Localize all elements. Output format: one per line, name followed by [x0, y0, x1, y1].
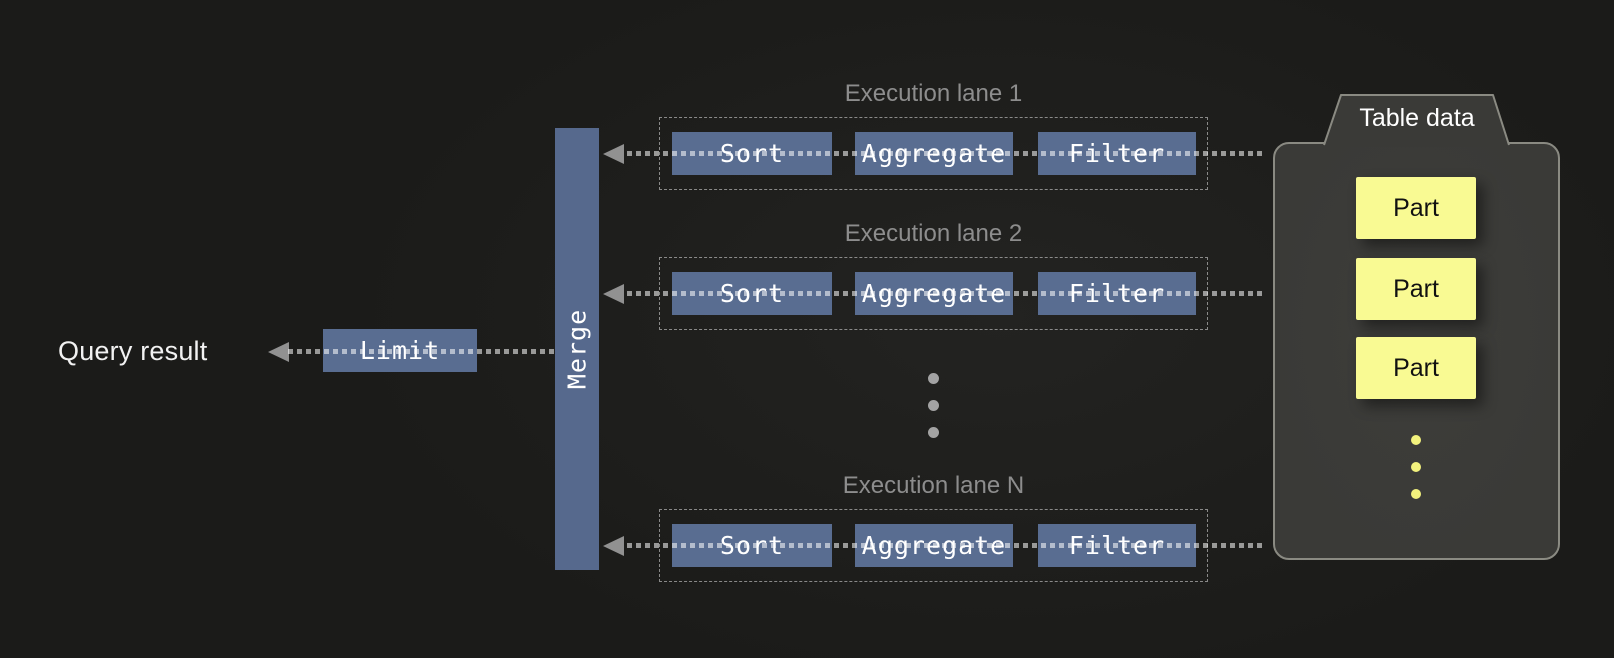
arrow-left-icon	[603, 284, 624, 304]
flow-line-lane-2	[627, 291, 1262, 296]
execution-lane-n: Execution lane N Sort Aggregate Filter	[599, 472, 1279, 632]
ellipsis-dot	[1411, 462, 1421, 472]
arrow-left-icon	[603, 536, 624, 556]
ellipsis-dot	[1411, 489, 1421, 499]
part-block: Part	[1356, 258, 1476, 320]
flow-line-lane-n	[627, 543, 1262, 548]
ellipsis-dot	[928, 400, 939, 411]
merge-operator: Merge	[555, 128, 599, 570]
arrow-left-icon	[268, 342, 289, 362]
part-label: Part	[1393, 274, 1439, 303]
part-label: Part	[1393, 193, 1439, 222]
flow-line-limit	[288, 349, 555, 354]
ellipsis-dot	[1411, 435, 1421, 445]
flow-line-lane-1	[627, 151, 1262, 156]
more-lanes-ellipsis	[928, 373, 939, 438]
execution-lane-1: Execution lane 1 Sort Aggregate Filter	[599, 80, 1279, 240]
execution-lane-2: Execution lane 2 Sort Aggregate Filter	[599, 220, 1279, 380]
query-result-label: Query result	[58, 336, 208, 366]
arrow-left-icon	[603, 144, 624, 164]
execution-lane-1-title: Execution lane 1	[844, 80, 1023, 107]
part-block: Part	[1356, 337, 1476, 399]
more-parts-ellipsis	[1411, 435, 1421, 499]
execution-lane-2-title: Execution lane 2	[844, 220, 1023, 247]
execution-lane-n-title: Execution lane N	[842, 472, 1025, 499]
ellipsis-dot	[928, 373, 939, 384]
merge-operator-label: Merge	[562, 308, 592, 390]
part-block: Part	[1356, 177, 1476, 239]
table-data-title: Table data	[1359, 104, 1475, 132]
table-data-tab	[1323, 94, 1510, 147]
part-label: Part	[1393, 353, 1439, 382]
ellipsis-dot	[928, 427, 939, 438]
